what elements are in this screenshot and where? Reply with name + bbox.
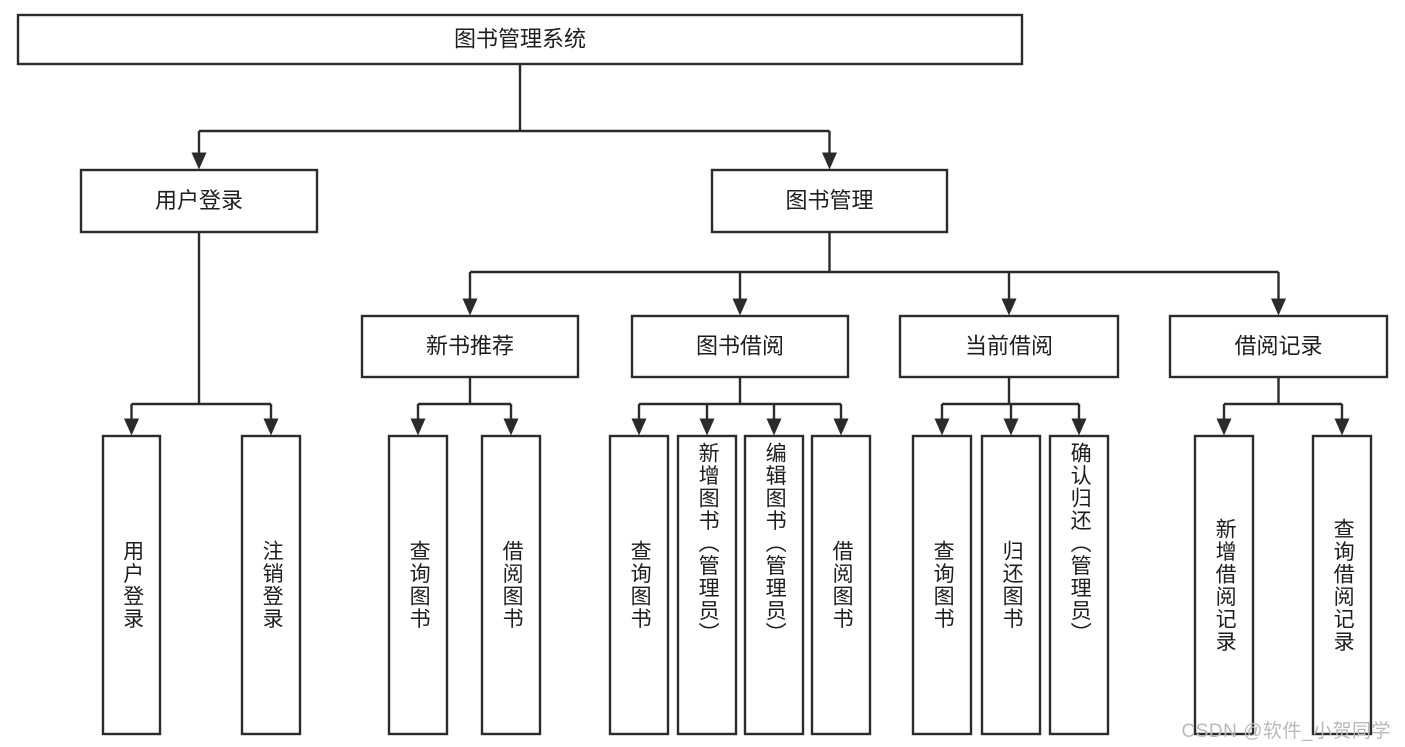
root-arrow-1 — [822, 152, 837, 170]
node-leaf-8[interactable] — [911, 434, 973, 736]
node-level2-label-1: 图书管理 — [785, 188, 873, 213]
node-level2-1[interactable] — [710, 168, 949, 234]
node-leaf-10[interactable] — [1048, 434, 1110, 736]
node-boxes — [16, 13, 1389, 736]
leaf-2-arrow-0 — [631, 418, 647, 436]
node-level2-label-0: 用户登录 — [155, 188, 243, 213]
node-leaf-7[interactable] — [810, 434, 872, 736]
book-mgmt-arrow-1 — [732, 298, 748, 316]
node-leaf-12[interactable] — [1311, 434, 1373, 736]
leaf-3-arrow-1 — [1003, 418, 1019, 436]
book-mgmt-arrow-2 — [1001, 298, 1017, 316]
book-mgmt-arrow-0 — [462, 298, 478, 316]
root-arrow-0 — [191, 152, 207, 170]
leaf-4-arrow-1 — [1334, 418, 1350, 436]
node-level3-label-0: 新书推荐 — [426, 333, 514, 358]
leaf-0-arrow-1 — [263, 418, 279, 436]
leaf-0-arrow-0 — [124, 418, 139, 436]
node-leaf-0[interactable] — [101, 434, 162, 736]
leaf-2-arrow-1 — [699, 418, 715, 436]
node-level3-0[interactable] — [360, 314, 580, 379]
leaf-3-arrow-2 — [1071, 418, 1087, 436]
node-level2-0[interactable] — [79, 168, 319, 234]
node-leaf-5[interactable] — [676, 434, 738, 736]
connector-lines — [124, 64, 1350, 436]
node-level3-label-3: 借阅记录 — [1234, 333, 1322, 358]
node-leaf-4[interactable] — [608, 434, 670, 736]
node-level3-3[interactable] — [1168, 314, 1389, 379]
node-leaf-2[interactable] — [387, 434, 449, 736]
node-level3-1[interactable] — [630, 314, 850, 379]
leaf-2-arrow-2 — [766, 418, 782, 436]
watermark-text: CSDN @软件_小贺同学 — [1181, 721, 1391, 742]
node-root[interactable] — [16, 13, 1024, 66]
leaf-3-arrow-0 — [934, 418, 950, 436]
leaf-1-arrow-1 — [503, 418, 519, 436]
leaf-1-arrow-0 — [410, 418, 426, 436]
node-leaf-9[interactable] — [980, 434, 1042, 736]
leaf-2-arrow-3 — [833, 418, 849, 436]
node-root-label: 图书管理系统 — [454, 26, 586, 51]
node-leaf-11[interactable] — [1193, 434, 1255, 736]
node-leaf-3[interactable] — [480, 434, 542, 736]
node-leaf-6[interactable] — [743, 434, 805, 736]
node-leaf-1[interactable] — [240, 434, 302, 736]
node-level3-label-1: 图书借阅 — [696, 333, 784, 358]
book-mgmt-arrow-3 — [1271, 298, 1286, 316]
node-level3-2[interactable] — [898, 314, 1120, 379]
leaf-4-arrow-0 — [1216, 418, 1232, 436]
node-level3-label-2: 当前借阅 — [965, 333, 1053, 358]
